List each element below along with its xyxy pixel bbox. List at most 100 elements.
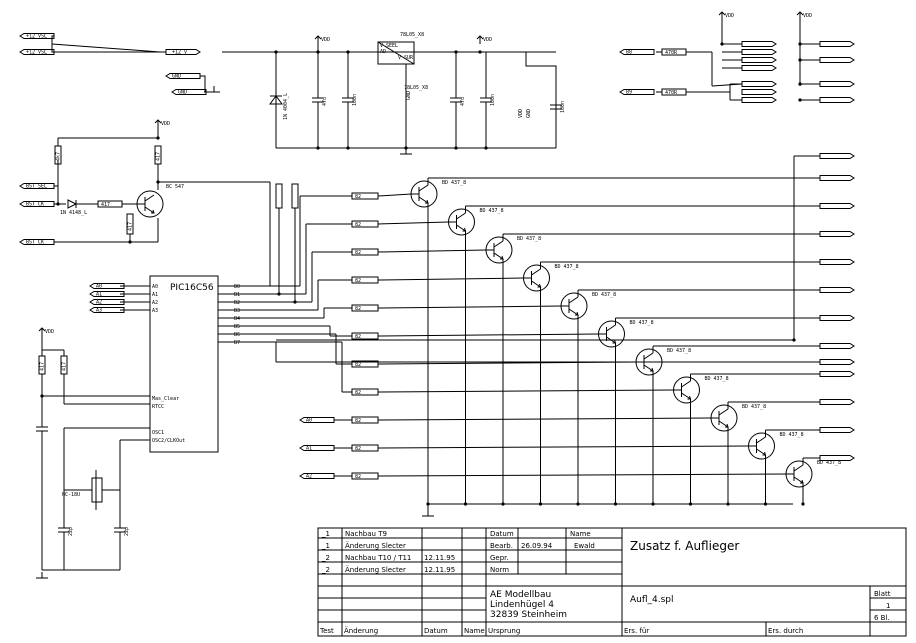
connector-flag <box>741 49 777 55</box>
company-city: 32839 Steinheim <box>490 610 567 620</box>
junction-dot <box>538 502 543 506</box>
transistor-collector <box>718 408 729 416</box>
connector-flag <box>819 231 855 237</box>
transistor-collector <box>456 212 466 220</box>
resistor-value: 82 <box>355 418 361 424</box>
resistor-value: 417 <box>40 362 46 371</box>
vdd-arrow-icon <box>38 327 46 332</box>
wire <box>377 305 562 309</box>
transistor-emitter <box>144 206 155 214</box>
connector-label: B8 <box>626 50 632 56</box>
transistor-emitter <box>456 224 466 232</box>
transistor-label: BC 547 <box>166 184 184 190</box>
pin-osc1-label: OSC1 <box>152 430 164 436</box>
resistor-value: 417 <box>156 152 162 161</box>
connector-label: A3 <box>96 308 102 314</box>
transistor-label: BD 437_8 <box>780 432 804 438</box>
transistor-collector <box>418 184 429 192</box>
bus-label: VDD <box>518 109 524 118</box>
crystal-label: HC-18U <box>62 492 80 498</box>
pin-mclr-label: Mas_Clear <box>152 396 179 402</box>
junction-dot <box>613 502 618 506</box>
sheet-total: 6 Bl. <box>874 614 890 622</box>
wire <box>51 43 161 53</box>
resistor-value: 417 <box>101 202 110 208</box>
regulator-pin: V SUR <box>398 55 414 61</box>
connector-label: +12 V <box>172 50 187 56</box>
connector-flag <box>819 315 855 321</box>
label: Ers. durch <box>768 627 803 635</box>
wire <box>525 52 557 148</box>
junction-dot <box>576 502 580 506</box>
connector-flag <box>819 81 855 87</box>
resistor-value: 82 <box>355 194 361 200</box>
junction-dot <box>798 82 802 86</box>
transistor-emitter <box>643 364 654 372</box>
wire <box>246 182 271 287</box>
resistor-value: 4k7 <box>56 152 62 161</box>
connector-label: A2 <box>96 300 102 306</box>
connector-label: A1 <box>306 446 312 452</box>
label: Gepr. <box>490 554 509 562</box>
junction-dot <box>316 146 320 150</box>
regulator-label: 78L05_X8 <box>404 85 428 91</box>
pin-b-label: B7 <box>234 340 240 346</box>
transistor-label: BD 437_8 <box>817 460 841 466</box>
connector-flag <box>819 399 855 405</box>
wire <box>377 249 487 253</box>
connector-label: A0 <box>306 418 312 424</box>
connector-label: BST_SEL <box>26 184 47 190</box>
capacitor-value: 100n <box>490 94 496 106</box>
transistor-emitter <box>756 448 766 456</box>
junction-dot <box>274 50 278 54</box>
junction-dot <box>426 502 430 506</box>
bus-label: GND <box>526 109 532 118</box>
connector-label: B9 <box>626 90 632 96</box>
sheet-label: Blatt <box>874 590 891 598</box>
connector-flag <box>819 97 855 103</box>
transistor-collector <box>568 296 579 304</box>
pin-b-label: B2 <box>234 300 240 306</box>
vdd-label: VDD <box>483 37 492 43</box>
transistor-arrow <box>151 209 155 214</box>
transistor-label: BD 437_8 <box>705 376 729 382</box>
resistor-value: 417 <box>62 362 68 371</box>
label: Datum <box>490 530 514 538</box>
transistor-collector <box>756 436 766 444</box>
capacitor-value: 22p <box>124 527 130 536</box>
wire <box>377 473 787 477</box>
vdd-arrow-icon <box>314 35 322 40</box>
resistor-value: 82 <box>355 222 361 228</box>
connector-flag <box>819 343 855 349</box>
transistor-collector <box>144 194 155 202</box>
revision-desc: Nachbau T9 <box>345 530 387 538</box>
title-block <box>317 527 907 637</box>
regulator-pin: AD <box>380 49 386 55</box>
connector-flag <box>165 49 201 55</box>
wire <box>377 221 449 225</box>
junction-dot <box>478 50 482 54</box>
transistor-collector <box>493 240 504 248</box>
vdd-arrow-icon <box>154 119 162 124</box>
connector-flag <box>819 41 855 47</box>
label: Bearb. <box>490 542 513 550</box>
connector-flag <box>741 65 777 71</box>
ic-label: PIC16C56 <box>170 283 214 293</box>
transistor-emitter <box>531 280 541 288</box>
label: Norm <box>490 566 509 574</box>
diode-label: 1N 4148_L <box>60 210 87 216</box>
connector-flag <box>819 259 855 265</box>
resistor-value: 82 <box>355 446 361 452</box>
label: Name <box>464 627 485 635</box>
wire <box>377 193 412 197</box>
wire <box>377 333 599 337</box>
junction-dot <box>463 502 468 506</box>
vdd-label: VDD <box>803 13 812 19</box>
resistor-value: 82 <box>355 334 361 340</box>
label: Ewald <box>574 542 595 550</box>
connector-label: A2 <box>306 474 312 480</box>
resistor-value: 470R <box>665 50 678 56</box>
revision-desc: Nachbau T10 / T11 <box>345 554 411 562</box>
junction-dot <box>346 50 350 54</box>
